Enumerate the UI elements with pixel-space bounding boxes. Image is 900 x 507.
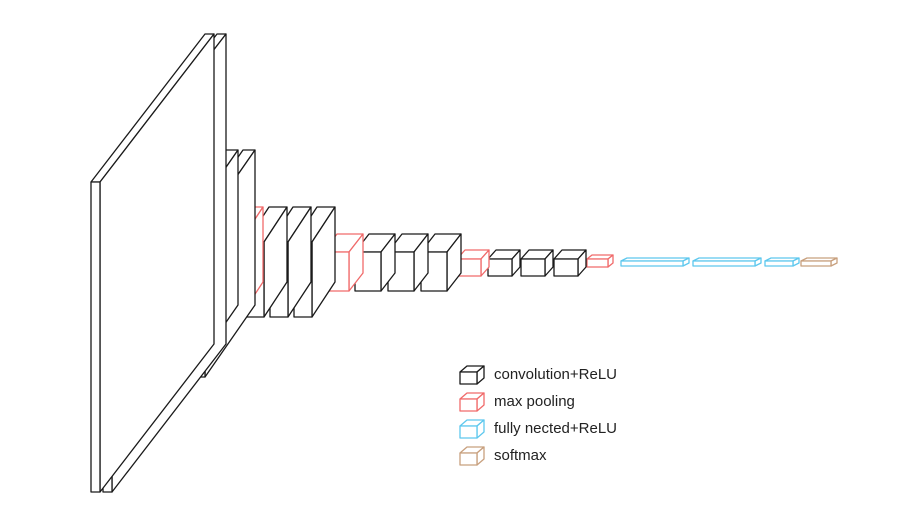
legend-label-softmax: softmax bbox=[494, 446, 547, 464]
legend-item-max-pooling: max pooling bbox=[458, 388, 738, 415]
fc-1 bbox=[620, 257, 690, 267]
legend-item-convolution: convolution+ReLU bbox=[458, 361, 738, 388]
legend-label-max-pooling: max pooling bbox=[494, 392, 575, 410]
softmax bbox=[800, 257, 838, 267]
fully-connected-box-icon-shape bbox=[459, 418, 485, 439]
conv-5b bbox=[520, 249, 554, 277]
fc-2 bbox=[692, 257, 762, 267]
max-pooling-box-icon bbox=[459, 391, 485, 412]
convolution-box-icon-shape bbox=[459, 364, 485, 385]
softmax-box-icon bbox=[459, 445, 485, 466]
softmax-box-icon-shape bbox=[459, 445, 485, 466]
legend-label-fully-connected: fully nected+ReLU bbox=[494, 419, 617, 437]
max-pooling-box-icon-shape bbox=[459, 391, 485, 412]
legend-item-softmax: softmax bbox=[458, 442, 738, 469]
fully-connected-box-icon bbox=[459, 418, 485, 439]
legend-label-convolution: convolution+ReLU bbox=[494, 365, 617, 383]
conv-5a bbox=[487, 249, 521, 277]
legend: convolution+ReLU max pooling fully necte… bbox=[458, 361, 738, 469]
input-plane-1 bbox=[90, 33, 215, 493]
legend-item-fully-connected: fully nected+ReLU bbox=[458, 415, 738, 442]
fc-3 bbox=[764, 257, 800, 267]
convolution-box-icon bbox=[459, 364, 485, 385]
conv-5c bbox=[553, 249, 587, 277]
pool-4 bbox=[456, 249, 490, 277]
pool-5 bbox=[586, 254, 614, 268]
